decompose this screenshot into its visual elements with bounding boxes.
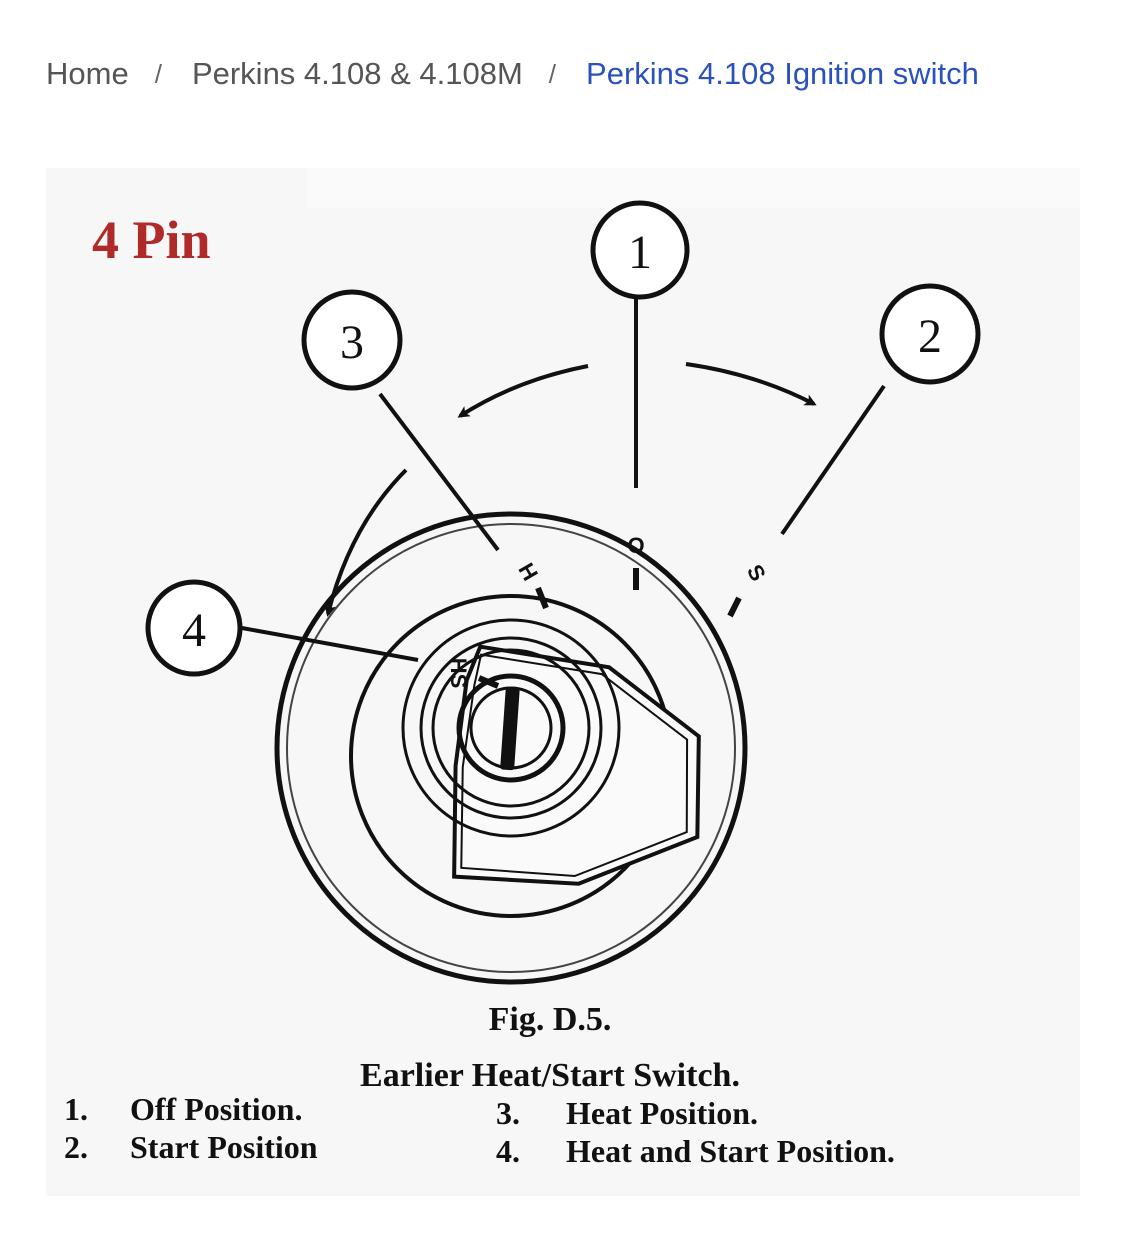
tick-start (727, 596, 742, 618)
position-legend: 1. Off Position. 2. Start Position 3. He… (64, 1091, 895, 1169)
legend-number: 1. (64, 1091, 88, 1127)
legend-text: Start Position (130, 1129, 318, 1165)
callout-2 (879, 283, 981, 385)
ignition-switch-diagram: 4 Pin O H S HS (46, 168, 1080, 1196)
key-slot (500, 687, 520, 771)
breadcrumb-separator: / (548, 58, 557, 89)
paper-highlight (306, 168, 1080, 208)
tick-heat-start (477, 675, 500, 689)
callout-3 (301, 289, 403, 391)
leader-line-2 (780, 384, 886, 536)
callout-1 (590, 200, 690, 300)
figure-caption-title: Fig. D.5. (489, 1001, 612, 1038)
arrow-to-heat-start (324, 468, 408, 617)
dial-mark-heat-start: HS (446, 658, 471, 689)
barrel-ring-3 (431, 648, 591, 808)
breadcrumb-separator: / (154, 58, 162, 89)
legend-number: 3. (496, 1095, 520, 1131)
legend-text: Heat and Start Position. (566, 1133, 895, 1169)
legend-number: 2. (64, 1129, 88, 1165)
callout-2-number: 2 (918, 310, 942, 363)
legend-text: Heat Position. (566, 1095, 758, 1131)
pin-count-label: 4 Pin (92, 210, 211, 270)
callout-4 (145, 579, 243, 677)
callout-4-number: 4 (182, 604, 206, 657)
callout-1-number: 1 (628, 226, 652, 279)
legend-text: Off Position. (130, 1091, 302, 1127)
breadcrumb-category-link[interactable]: Perkins 4.108 & 4.108M (191, 56, 523, 91)
tick-heat (535, 586, 549, 610)
diagram-canvas: 4 Pin O H S HS (46, 168, 1080, 1196)
barrel-ring-2 (419, 636, 603, 820)
breadcrumb-home-link[interactable]: Home (46, 56, 129, 91)
barrel-ring-4 (456, 673, 566, 783)
leader-line-4 (241, 626, 419, 662)
dial-mark-off: O (627, 533, 644, 558)
leader-line-3 (378, 392, 500, 552)
breadcrumb-current-page[interactable]: Perkins 4.108 Ignition switch (586, 56, 979, 91)
arrow-to-start (685, 362, 817, 406)
callout-3-number: 3 (340, 316, 364, 369)
barrel-ring-outer (401, 618, 621, 838)
hex-nut-edge (460, 653, 689, 878)
figure-caption-subtitle: Earlier Heat/Start Switch. (360, 1057, 740, 1094)
arrow-to-heat (457, 364, 589, 418)
breadcrumb: Home / Perkins 4.108 & 4.108M / Perkins … (46, 52, 979, 96)
switch-outer-ring-inner (286, 523, 736, 973)
legend-number: 4. (496, 1133, 520, 1169)
switch-outer-ring (274, 511, 748, 985)
